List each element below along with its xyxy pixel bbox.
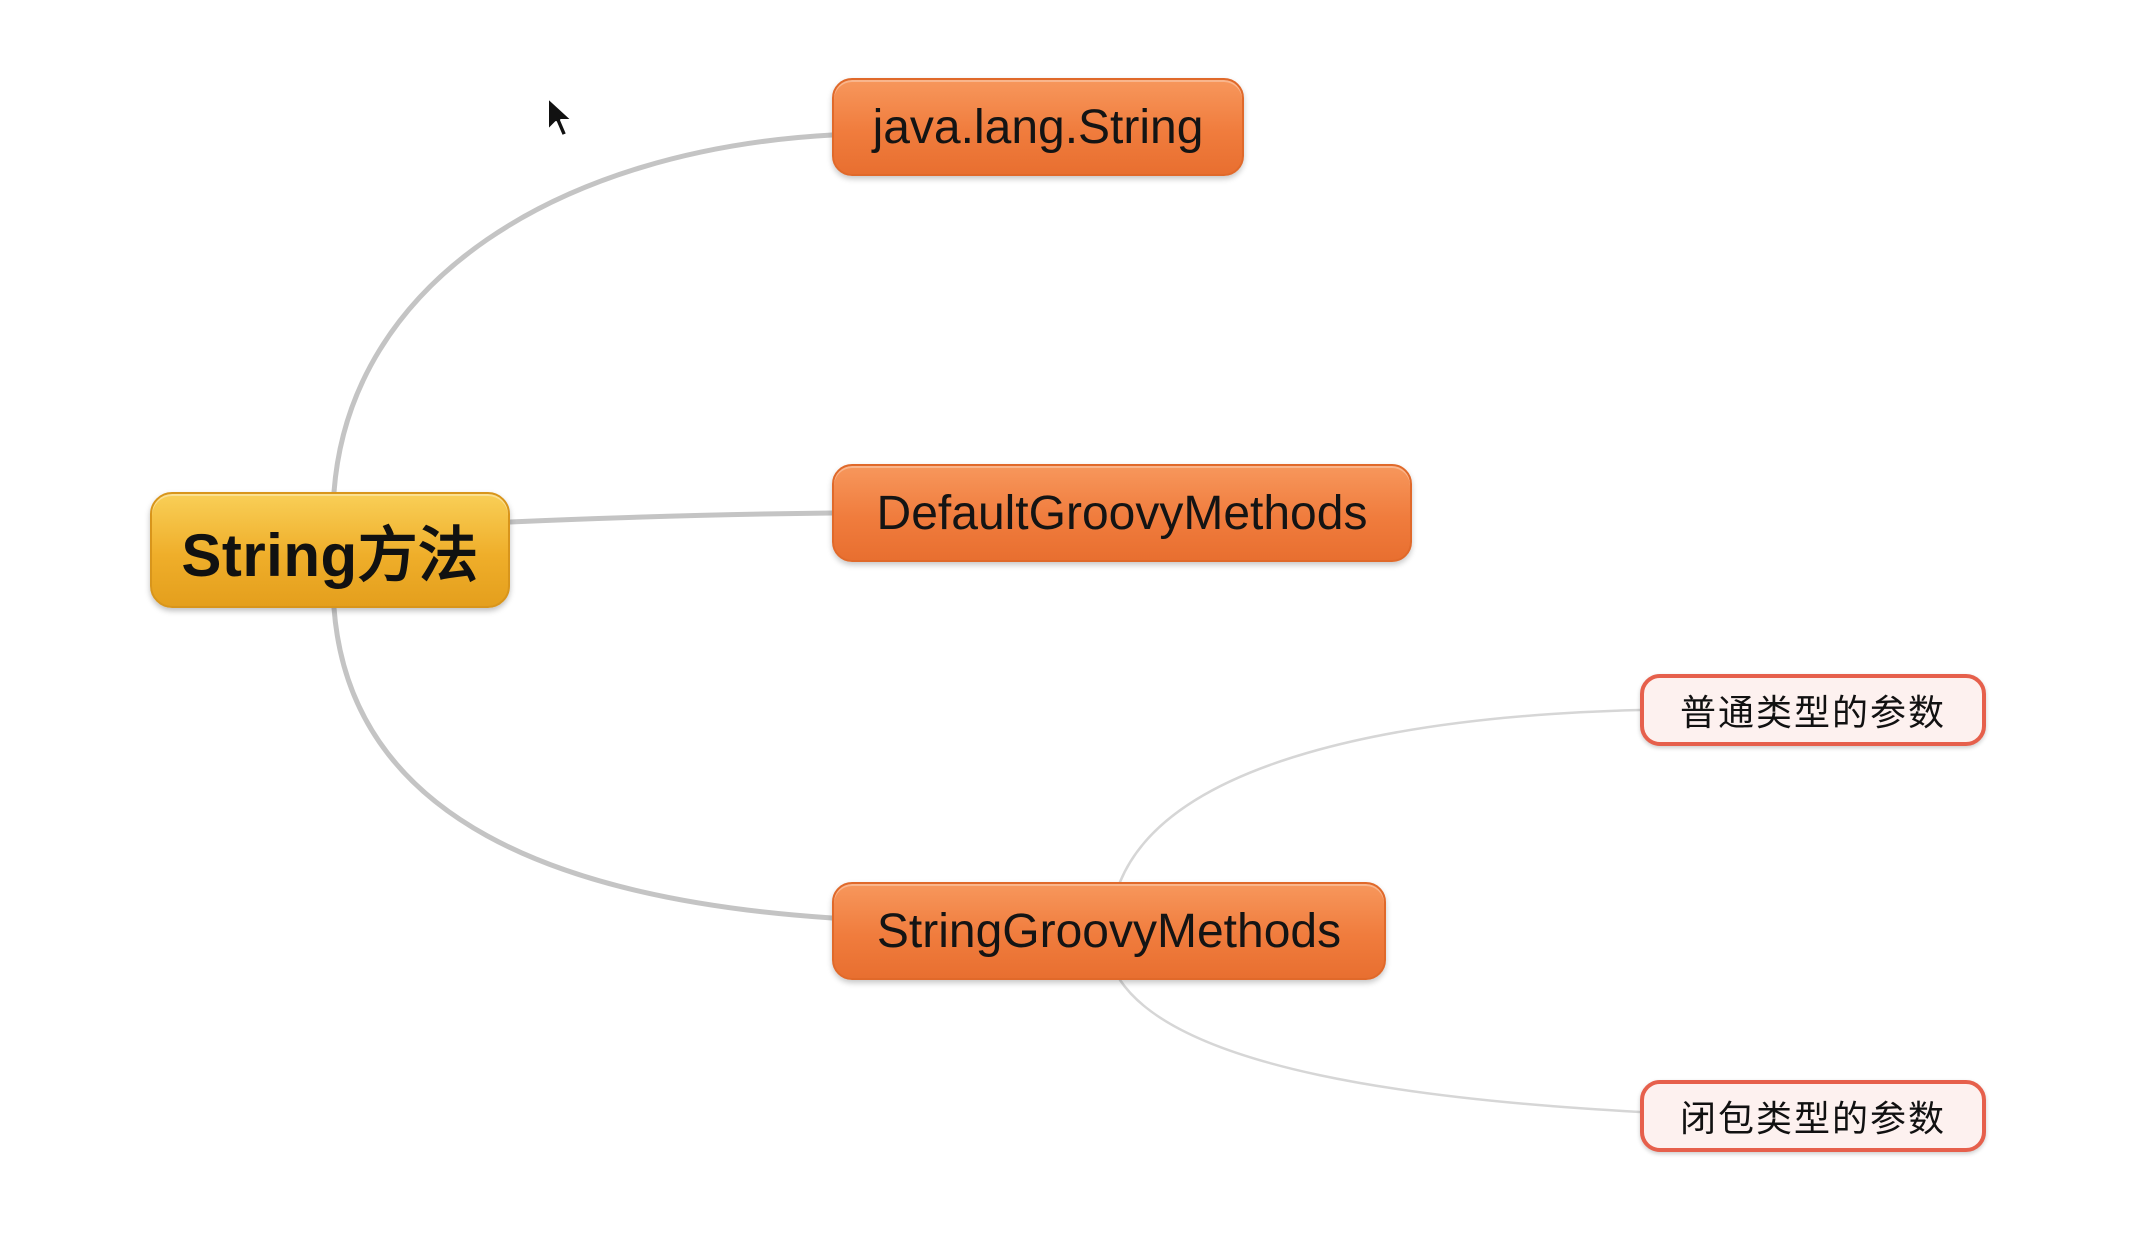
subtopic-closure-type-params[interactable]: 闭包类型的参数 — [1640, 1080, 1986, 1152]
subtopic-label: 闭包类型的参数 — [1679, 1099, 1946, 1140]
root-topic[interactable]: String方法 — [150, 492, 510, 608]
branch-topic-label: StringGroovyMethods — [876, 904, 1342, 958]
connector-root-to-string-groovy-methods — [331, 605, 835, 921]
subtopic-label: 普通类型的参数 — [1679, 693, 1946, 734]
branch-topic-java-lang-string[interactable]: java.lang.String — [832, 78, 1244, 176]
connector-string-groovy-methods-to-leaf-2 — [1118, 978, 1642, 1114]
connector-root-to-default-groovy-methods — [507, 510, 835, 525]
connector-root-to-java-lang-string — [331, 132, 835, 495]
subtopic-normal-type-params[interactable]: 普通类型的参数 — [1640, 674, 1986, 746]
mouse-cursor-icon — [547, 97, 573, 137]
branch-topic-label: DefaultGroovyMethods — [876, 486, 1368, 540]
root-topic-label: String方法 — [181, 521, 479, 589]
branch-topic-label: java.lang.String — [872, 100, 1204, 154]
branch-topic-default-groovy-methods[interactable]: DefaultGroovyMethods — [832, 464, 1412, 562]
branch-topic-string-groovy-methods[interactable]: StringGroovyMethods — [832, 882, 1386, 980]
connector-string-groovy-methods-to-leaf-1 — [1118, 708, 1642, 884]
